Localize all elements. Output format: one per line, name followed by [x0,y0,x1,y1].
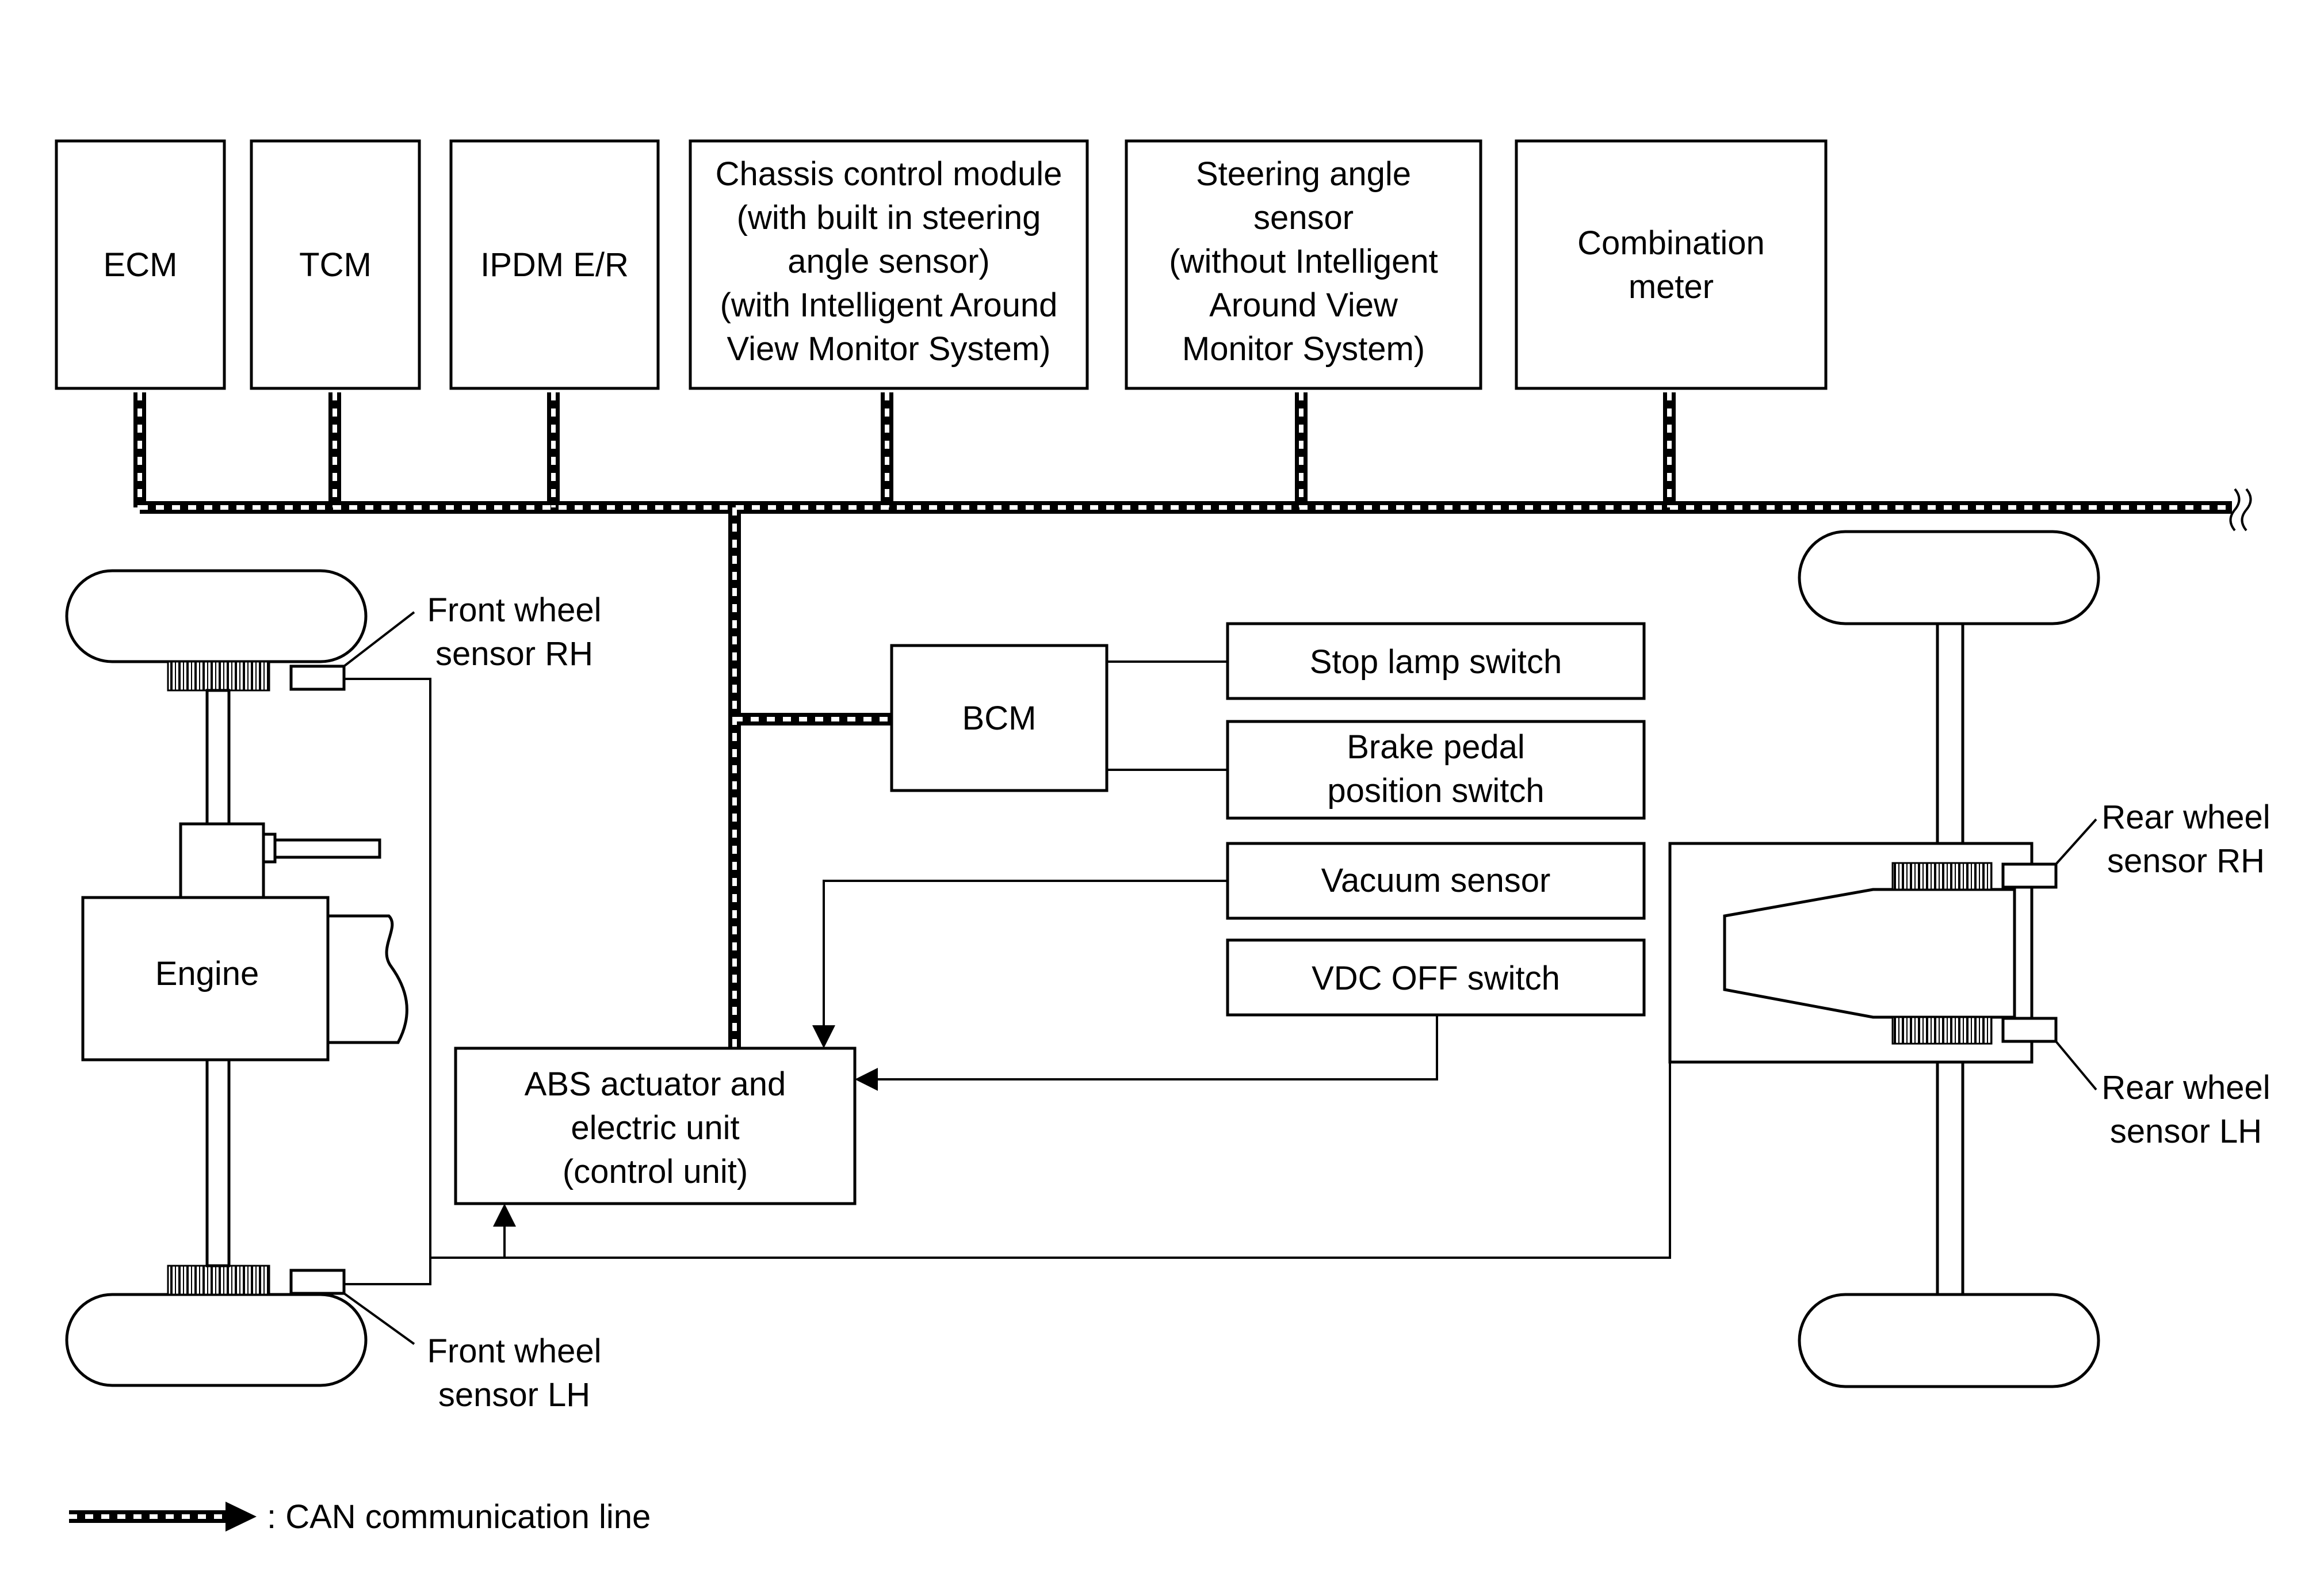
tcm-module: TCM [250,139,421,390]
rear-sensor-lh-leader [2055,1040,2097,1091]
abs-actuator-unit-label-line: (control unit) [563,1153,748,1190]
stop-lamp-switch-label-line: Stop lamp switch [1310,643,1562,681]
chassis-control-module-label-line: (with built in steering [737,199,1041,236]
combination-meter-label-line: Combination [1577,224,1765,262]
rear-wheel-sensor-lh-label: Rear wheel sensor LH [2101,1069,2270,1150]
rear-axle [1668,530,2100,1388]
rear-wheel-sensor-rh-label-line: sensor RH [2107,842,2265,880]
engine-block [81,896,330,1061]
steering-angle-sensor: Steering angle sensor (without Intelligent… [1125,139,1482,390]
stop-lamp-switch-label: Stop lamp switch [1310,643,1562,681]
front-sensor-lh-leader [343,1292,415,1345]
vacuum-sensor-label-line: Vacuum sensor [1321,862,1551,899]
transmission-housing [325,914,408,1044]
bcm-label: BCM [962,700,1037,737]
rear-right-rotor [1891,862,1993,891]
front-wheel-sensor-rh-label-line: sensor RH [435,635,593,673]
rear-wheel-sensor-rh-label-line: Rear wheel [2101,799,2270,836]
steering-angle-sensor-label: Steering angle sensor (without Intelligent… [1169,155,1438,368]
rear-right-tire [1798,530,2100,625]
tcm-label-line: TCM [299,246,372,284]
combination-meter: Combination meter [1515,139,1828,390]
chassis-control-module: Chassis control module (with built in ste… [689,139,1089,390]
front-wheel-sensor-rh [289,665,346,691]
ecm-label-line: ECM [104,246,178,284]
chassis-control-module-label: Chassis control module (with built in ste… [716,155,1062,368]
front-right-tire [65,569,368,663]
ecm-label: ECM [104,246,178,284]
engine-label: Engine [155,955,259,992]
chassis-control-module-label-line: angle sensor) [788,243,989,280]
combination-meter-label-line: meter [1629,268,1714,306]
front-wheel-sensor-lh-label: Front wheel sensor LH [427,1332,601,1414]
abs-actuator-unit-label: ABS actuator and electric unit (control un… [525,1066,786,1190]
vacuum-sensor: Vacuum sensor [1226,842,1646,920]
front-wheel-sensor-lh-label-line: sensor LH [438,1376,590,1414]
vacuum-to-abs-wire [812,880,1228,1048]
front-sensor-rh-leader [343,611,415,667]
legend: : CAN communication line [69,1498,651,1536]
vdc-off-switch-label-line: VDC OFF switch [1312,960,1560,997]
front-wheel-sensor-rh-label: Front wheel sensor RH [427,591,601,673]
rear-left-tire [1798,1293,2100,1388]
front-wheel-sensor-rh-label-line: Front wheel [427,591,601,629]
brake-pedal-position-switch-label-line: Brake pedal [1347,728,1525,766]
bcm-module: BCM [890,644,1109,792]
chassis-control-module-label-line: Chassis control module [716,155,1062,193]
rear-sensor-rh-leader [2055,818,2097,865]
legend-arrow-head [225,1502,257,1532]
chassis-control-module-label-line: (with Intelligent Around [720,287,1058,324]
vdc-to-abs-wire [855,1015,1438,1091]
rear-wheel-sensor-lh [2001,1017,2058,1043]
vdc-off-switch: VDC OFF switch [1226,938,1646,1017]
rear-wheel-sensor-lh-label-line: sensor LH [2110,1113,2262,1150]
rear-wheel-sensor-rh-label: Rear wheel sensor RH [2101,799,2270,880]
bcm-label-line: BCM [962,700,1037,737]
front-axle: Engine [65,569,408,1387]
rear-wheel-sensor-rh [2001,862,2058,889]
front-left-rotor [167,1265,270,1296]
front-left-tire [65,1293,368,1387]
rear-differential [1723,888,2016,1019]
abs-actuator-unit: ABS actuator and electric unit (control un… [454,1047,857,1205]
tcm-label: TCM [299,246,372,284]
front-sensor-wiring [344,678,431,1285]
abs-actuator-unit-label-line: electric unit [571,1109,739,1147]
engine-label-line: Engine [155,955,259,992]
stop-lamp-switch: Stop lamp switch [1226,622,1646,700]
legend-text: : CAN communication line [267,1498,651,1536]
brake-pedal-position-switch-label-line: position switch [1327,772,1544,809]
front-wheel-sensor-lh [289,1269,346,1295]
ipdm-label: IPDM E/R [480,246,629,284]
chassis-control-module-label-line: View Monitor System) [727,330,1051,368]
vdc-off-switch-label: VDC OFF switch [1312,960,1560,997]
break-mark [2229,488,2252,532]
ipdm-module: IPDM E/R [449,139,660,390]
can-bus [133,392,2252,1047]
front-right-rotor [167,660,270,692]
vacuum-sensor-label: Vacuum sensor [1321,862,1551,899]
brake-pedal-position-switch: Brake pedal position switch [1226,720,1646,820]
steering-angle-sensor-label-line: sensor [1253,199,1354,236]
steering-angle-sensor-label-line: Monitor System) [1182,330,1425,368]
front-wheel-sensor-lh-label-line: Front wheel [427,1332,601,1370]
rear-wheel-sensor-lh-label-line: Rear wheel [2101,1069,2270,1106]
ecm-module: ECM [55,139,226,390]
steering-angle-sensor-label-line: Around View [1209,287,1398,324]
abs-actuator-unit-label-line: ABS actuator and [525,1066,786,1103]
combination-meter-label: Combination meter [1577,224,1765,306]
brake-pedal-position-switch-label: Brake pedal position switch [1327,728,1544,809]
rear-left-rotor [1891,1016,1993,1045]
ipdm-label-line: IPDM E/R [480,246,629,284]
steering-angle-sensor-label-line: (without Intelligent [1169,243,1438,280]
steering-angle-sensor-label-line: Steering angle [1196,155,1411,193]
